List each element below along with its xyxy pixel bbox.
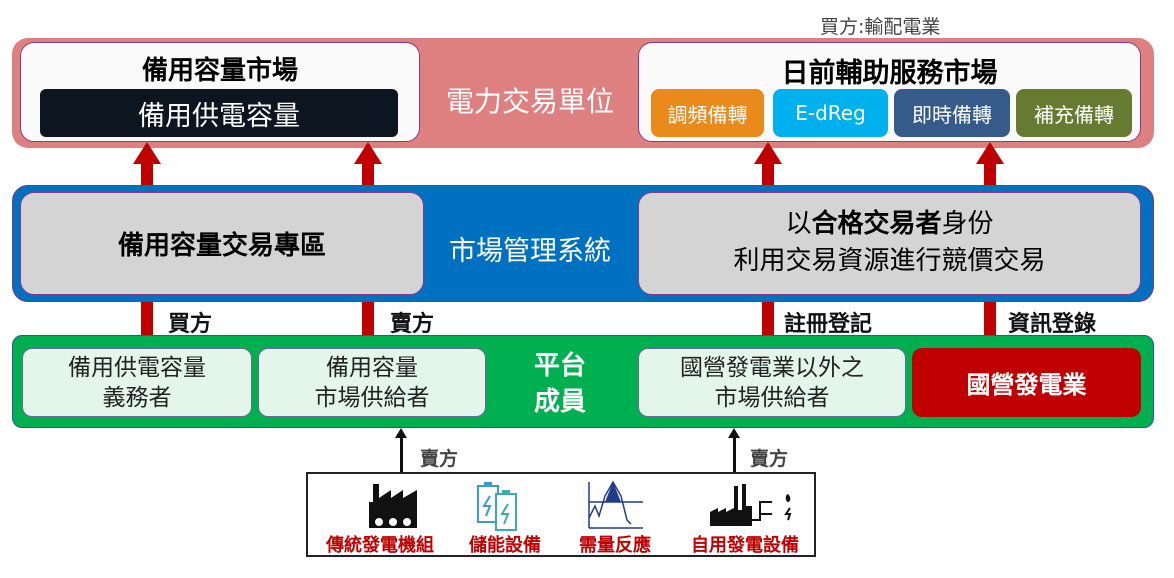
resource-sources-box: [306, 472, 816, 557]
self-generation-icon: [710, 484, 792, 526]
product-spinning-reserve: 即時備轉: [894, 89, 1010, 137]
arrow-shaft: [400, 436, 403, 472]
member-non-state-supplier: 國營發電業以外之市場供給者: [638, 348, 906, 417]
arrow-shaft: [984, 300, 996, 338]
arrow-up-icon: [133, 142, 161, 164]
product-regulation: 調頻備轉: [651, 89, 764, 137]
market-system-label: 市場管理系統: [449, 235, 611, 267]
arrow-shaft: [733, 436, 736, 472]
label-registration: 註冊登記: [784, 312, 873, 337]
arrow-shaft: [762, 160, 774, 190]
battery-storage-icon: [477, 482, 517, 531]
buyer-note: 買方:輸配電業: [820, 16, 941, 38]
qualified-trader-line2: 利用交易資源進行競價交易: [733, 246, 1046, 276]
member-obligated: 備用供電容量義務者: [22, 348, 252, 417]
member-state-owned: 國營發電業: [912, 348, 1141, 417]
arrow-up-icon: [754, 142, 782, 164]
arrow-shaft: [762, 300, 774, 338]
demand-response-icon: [588, 480, 643, 529]
arrow-up-icon: [354, 142, 382, 164]
arrow-shaft: [141, 160, 153, 190]
factory-icon: [369, 484, 417, 528]
reserve-market-title: 備用容量市場: [141, 55, 298, 86]
product-edreg: E-dReg: [773, 89, 888, 137]
source-energy-storage: 儲能設備: [469, 535, 541, 556]
label-seller: 賣方: [390, 312, 435, 337]
label-buyer: 買方: [168, 312, 213, 337]
arrow-shaft: [362, 300, 374, 338]
member-reserve-supplier: 備用容量市場供給者: [258, 348, 486, 417]
reserve-trading-zone: 備用容量交易專區: [20, 192, 424, 295]
source-seller-label: 賣方: [750, 448, 789, 470]
ancillary-market-title: 日前輔助服務市場: [781, 57, 998, 89]
product-supplemental-reserve: 補充備轉: [1016, 89, 1132, 137]
source-conventional-generator: 傳統發電機組: [326, 535, 434, 556]
arrow-up-icon: [395, 428, 407, 438]
arrow-shaft: [362, 160, 374, 190]
source-self-generation: 自用發電設備: [691, 535, 799, 556]
label-info-entry: 資訊登錄: [1008, 312, 1097, 337]
qualified-trader-line1: 以合格交易者身份: [785, 209, 994, 239]
platform-members-label: 平台成員: [533, 351, 586, 417]
arrow-up-icon: [976, 142, 1004, 164]
reserve-capacity-product: 備用供電容量: [40, 89, 398, 137]
arrow-shaft: [984, 160, 996, 190]
arrow-up-icon: [728, 428, 740, 438]
trading-unit-label: 電力交易單位: [445, 85, 614, 118]
qualified-trader-box: 以合格交易者身份 利用交易資源進行競價交易: [638, 192, 1141, 295]
source-seller-label: 賣方: [420, 448, 459, 470]
source-demand-response: 需量反應: [579, 535, 651, 556]
arrow-shaft: [141, 300, 153, 338]
